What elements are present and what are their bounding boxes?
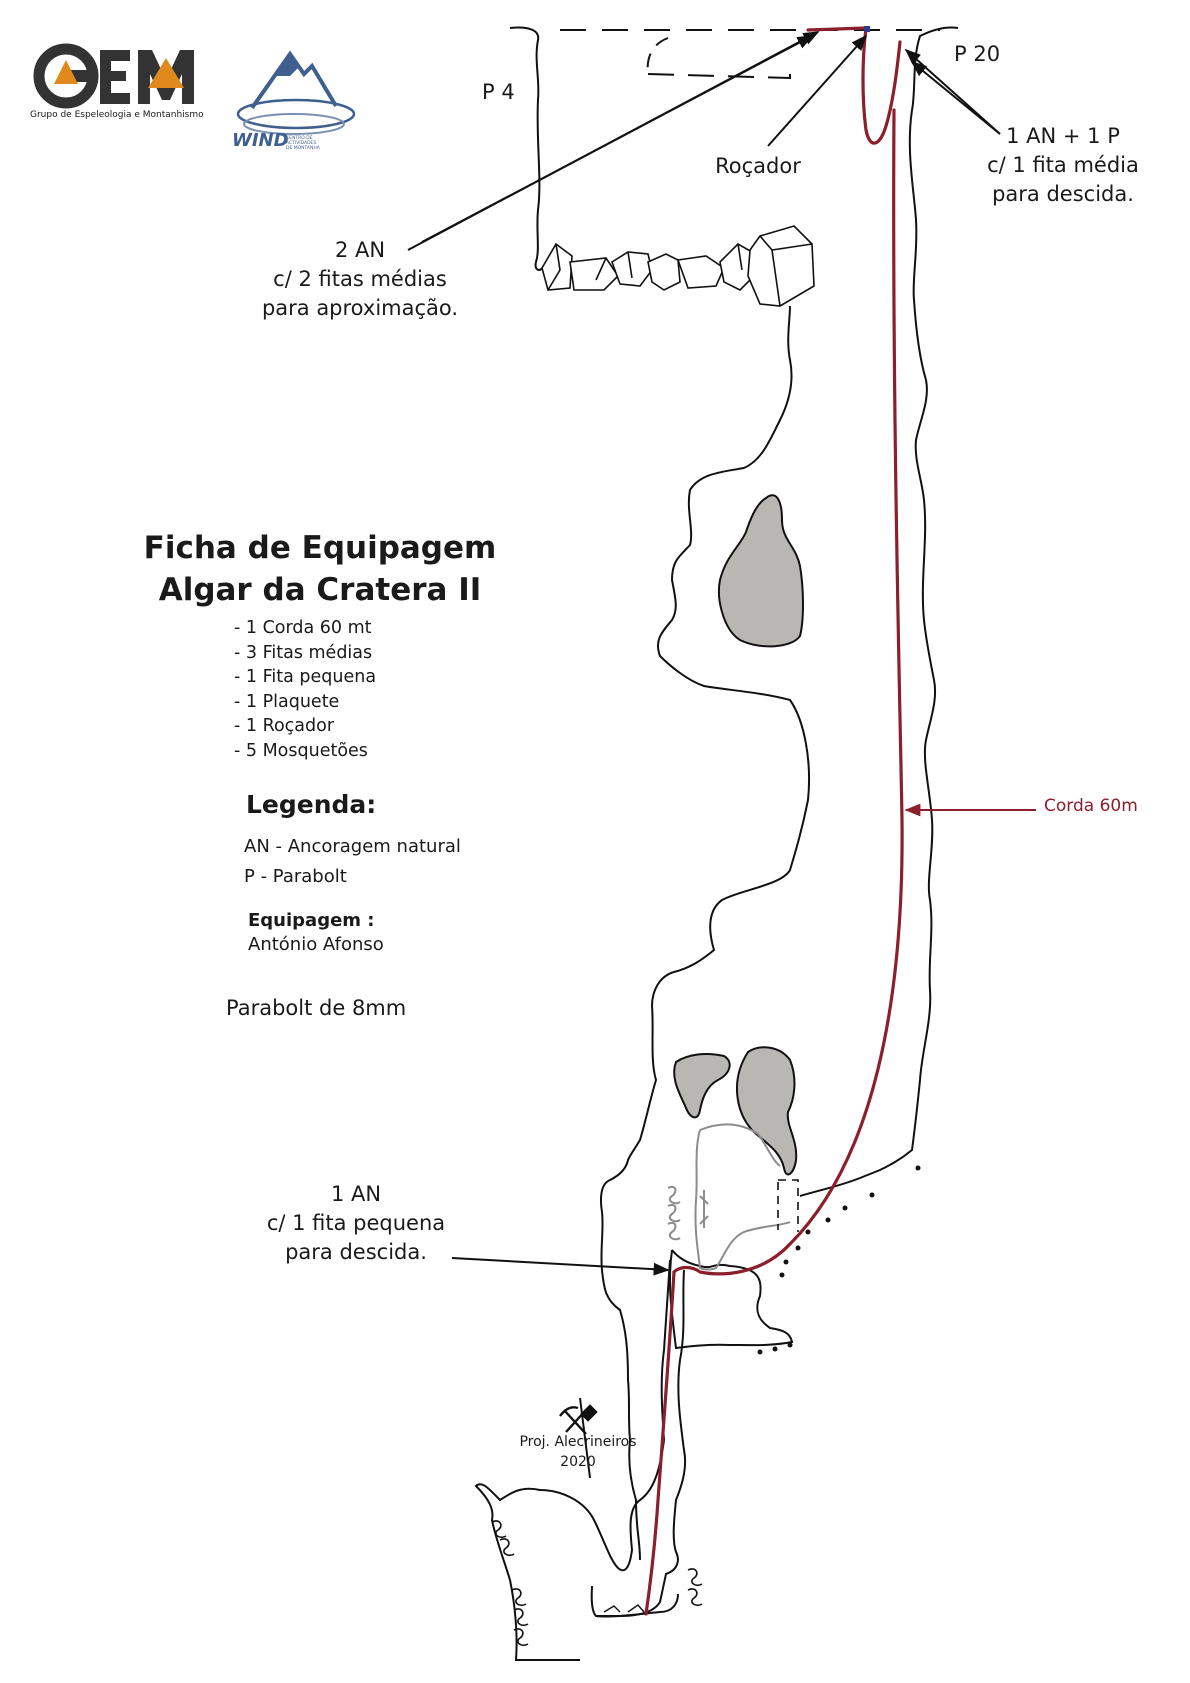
lower-pocket-wall [668, 1249, 794, 1350]
equipment-item: 1 Fita pequena [234, 665, 376, 690]
equipment-item: 5 Mosquetões [234, 739, 376, 764]
sheet-title: Ficha de Equipagem Algar da Cratera II [120, 527, 520, 611]
rope-approach-segment [806, 26, 868, 32]
dashed-detail [777, 1179, 799, 1232]
rope-label: Corda 60m [1044, 796, 1138, 816]
left-wall-middle [600, 305, 811, 1561]
approach-anchor-callout: 2 AN c/ 2 fitas médias para aproximação. [261, 238, 459, 320]
equipment-list: 1 Corda 60 mt 3 Fitas médias 1 Fita pequ… [234, 616, 376, 763]
survey-credit: Proj. Alecrineiros 2020 [508, 1432, 648, 1472]
rope-main-hang [672, 108, 904, 1276]
rocador-callout: Roçador [715, 154, 801, 178]
gem-logo-icon [33, 43, 194, 109]
callout-arrows [407, 31, 1001, 1479]
boulder-choke [541, 225, 815, 307]
gem-subtitle: Grupo de Espeleologia e Montanhismo [30, 110, 204, 120]
pick-shovel-icon [559, 1404, 598, 1435]
rock-pillars [673, 494, 804, 1176]
wall-texture-marks [491, 1520, 703, 1647]
rope-60m [644, 26, 904, 1616]
rope-deviation-loop [861, 26, 902, 145]
bottom-floor [595, 1593, 679, 1618]
bottom-debris [603, 1604, 645, 1613]
pitch-p4-label: P 4 [482, 80, 515, 104]
right-wall [799, 26, 959, 1197]
wind-subtitle: CENTRO DE ACTIVIDADES DE MONTANHA [286, 136, 320, 151]
pitch-p20-label: P 20 [954, 42, 1001, 66]
ceiling-dashed-line [560, 29, 940, 80]
equipment-item: 3 Fitas médias [234, 641, 376, 666]
title-line-2: Algar da Cratera II [158, 572, 482, 608]
wind-wordmark: WIND [232, 130, 289, 151]
legend-item: P - Parabolt [244, 866, 347, 887]
rubble-dots [757, 1165, 921, 1355]
equipment-item: 1 Roçador [234, 714, 376, 739]
survey-project: Proj. Alecrineiros [519, 1434, 637, 1450]
equipment-item: 1 Plaquete [234, 690, 376, 715]
anchor-marks [864, 26, 870, 32]
left-wall-upper [509, 26, 543, 271]
wind-mountain-icon [236, 50, 356, 135]
survey-year: 2020 [560, 1454, 596, 1470]
rope-lower-drop [644, 1270, 676, 1616]
lower-anchor-callout: 1 AN c/ 1 fita pequena para descida. [266, 1182, 446, 1264]
title-line-1: Ficha de Equipagem [143, 530, 497, 566]
legend-item: AN - Ancoragem natural [244, 836, 461, 857]
top-anchor-callout: 1 AN + 1 P c/ 1 fita média para descida. [987, 124, 1139, 206]
equipagem-name: António Afonso [248, 934, 384, 955]
equipment-item: 1 Corda 60 mt [234, 616, 376, 641]
column-outline [667, 1123, 791, 1271]
parabolt-note: Parabolt de 8mm [226, 996, 407, 1020]
legend-list: AN - Ancoragem natural P - Parabolt [244, 832, 461, 892]
equipagem-title: Equipagem : [248, 910, 375, 931]
legend-title: Legenda: [246, 790, 377, 819]
